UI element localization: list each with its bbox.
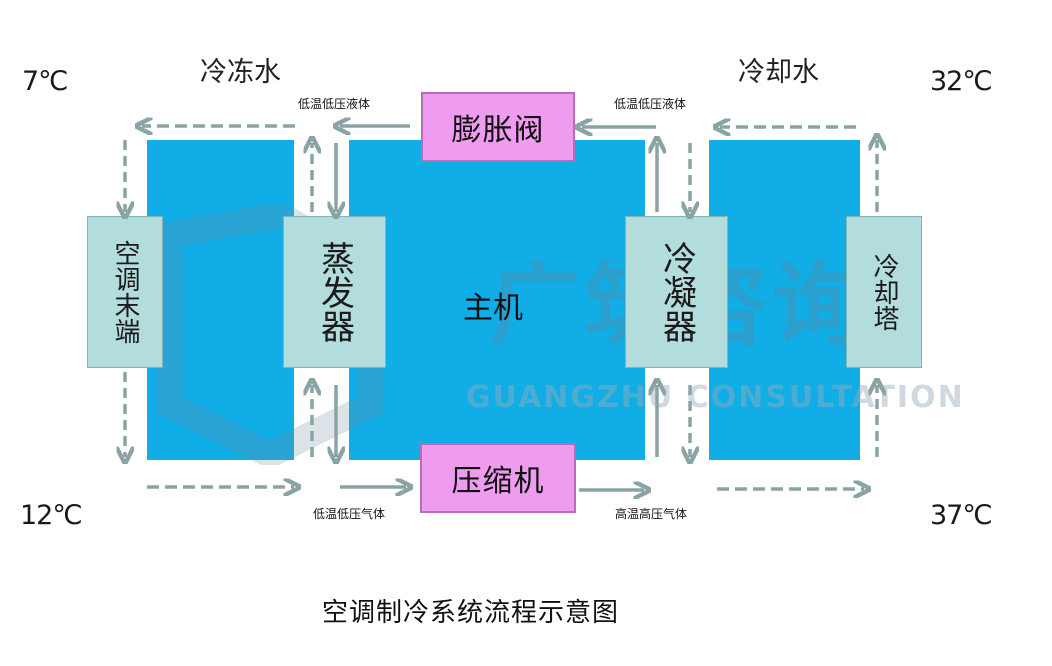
flow-label-gas-high: 高温高压气体: [615, 507, 688, 521]
condenser-label: 冷凝器: [656, 241, 697, 343]
temp-chilled-return: 12℃: [20, 500, 83, 531]
evaporator-box: 蒸发器: [283, 216, 386, 368]
flow-label-liquid-left: 低温低压液体: [298, 97, 371, 111]
temp-chilled-supply: 7℃: [22, 66, 69, 97]
watermark-logo-icon: [157, 205, 383, 465]
temp-cooling-return: 37℃: [930, 500, 993, 531]
main-unit-label: 主机: [463, 291, 523, 326]
flow-label-liquid-right: 低温低压液体: [614, 97, 687, 111]
main-unit-panel: [349, 140, 645, 460]
cooling-tower-label: 冷却塔: [869, 253, 899, 331]
expansion-valve-box: 膨胀阀: [421, 92, 575, 162]
compressor-box: 压缩机: [420, 443, 576, 513]
condenser-box: 冷凝器: [625, 216, 728, 368]
cooling-tower-box: 冷却塔: [846, 216, 922, 368]
ac-terminal-label: 空调末端: [110, 240, 140, 344]
chilled-water-loop-panel: [147, 140, 294, 460]
evaporator-label: 蒸发器: [314, 241, 355, 343]
temp-cooling-supply: 32℃: [930, 66, 993, 97]
diagram-caption: 空调制冷系统流程示意图: [322, 598, 620, 628]
heading-cooling-water: 冷却水: [738, 57, 819, 88]
heading-chilled-water: 冷冻水: [200, 57, 281, 88]
ac-terminal-box: 空调末端: [87, 216, 163, 368]
cooling-water-loop-panel: [709, 140, 860, 460]
flow-label-gas-low: 低温低压气体: [313, 507, 386, 521]
